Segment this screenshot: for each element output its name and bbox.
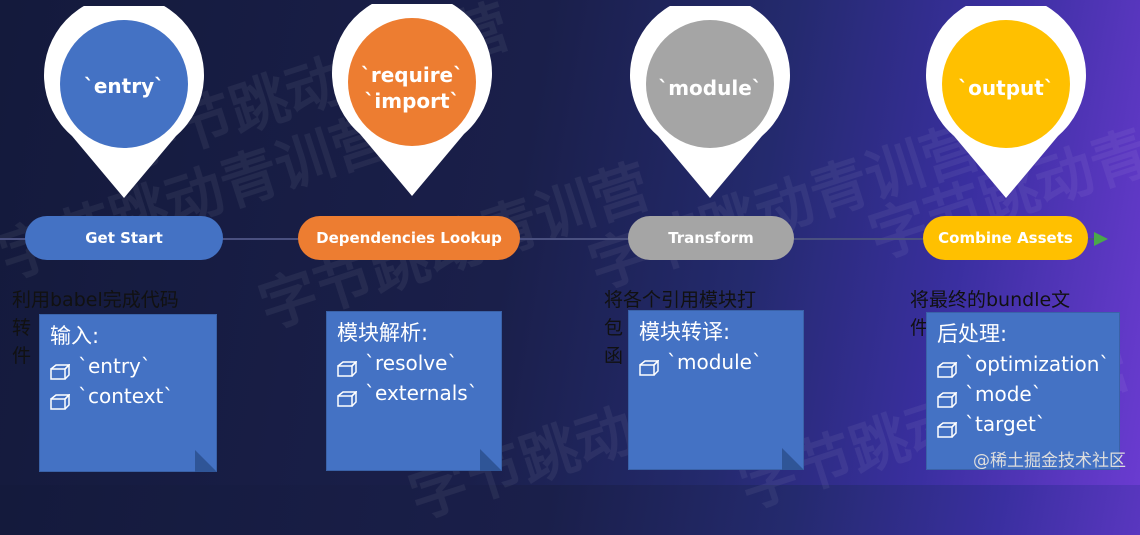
package-icon (937, 416, 958, 438)
note-item: `externals` (337, 378, 491, 408)
package-icon (337, 385, 358, 407)
stage-description: 将各个引用模块打 包 函 (604, 289, 757, 367)
note-fold (480, 449, 502, 471)
pin-label: `output` (958, 76, 1054, 100)
note-item: `mode` (937, 379, 1109, 409)
note-post-process: 后处理: `optimization` `mode` `target` (926, 312, 1120, 470)
timeline-line (0, 238, 1098, 240)
note-input: 输入: `entry` `context` (39, 314, 217, 472)
package-icon (937, 386, 958, 408)
step-dependencies-lookup: Dependencies Lookup (298, 216, 520, 260)
pin-require-import: `require` `import` (330, 4, 494, 200)
step-transform: Transform (628, 216, 794, 260)
package-icon (50, 358, 71, 380)
stage-description: 利用babel完成代码 转 件 (12, 289, 179, 367)
map-pin-icon (44, 6, 204, 198)
note-fold (195, 450, 217, 472)
package-icon (937, 356, 958, 378)
note-item: `target` (937, 409, 1109, 439)
package-icon (337, 355, 358, 377)
package-icon (639, 354, 660, 376)
stage-description: 将最终的bundle文 件 (910, 289, 1071, 339)
note-fold (782, 448, 804, 470)
pin-entry: `entry` (42, 6, 206, 202)
map-pin-icon (630, 6, 790, 198)
note-module-resolve: 模块解析: `resolve` `externals` (326, 311, 502, 471)
note-item: `context` (50, 381, 206, 411)
footer-credit: @稀土掘金技术社区 (973, 451, 1126, 471)
pin-label: `entry` (83, 74, 165, 98)
map-pin-icon (926, 6, 1086, 198)
note-item: `entry` (50, 351, 206, 381)
note-title: 模块转译: (639, 320, 731, 344)
pin-label: `require` `import` (360, 63, 464, 113)
note-title: 输入: (50, 324, 100, 348)
step-combine-assets: Combine Assets (923, 216, 1088, 260)
note-title: 后处理: (937, 322, 1008, 346)
note-item: `optimization` (937, 349, 1109, 379)
pin-module: `module` (628, 6, 792, 202)
note-item: `module` (639, 347, 793, 377)
pin-output: `output` (924, 6, 1088, 202)
note-item: `resolve` (337, 348, 491, 378)
pin-label: `module` (658, 76, 762, 100)
package-icon (50, 388, 71, 410)
map-pin-icon (332, 4, 492, 196)
note-title: 模块解析: (337, 321, 429, 345)
step-get-start: Get Start (25, 216, 223, 260)
note-module-transpile: 模块转译: `module` (628, 310, 804, 470)
timeline-arrow-icon (1094, 232, 1108, 246)
